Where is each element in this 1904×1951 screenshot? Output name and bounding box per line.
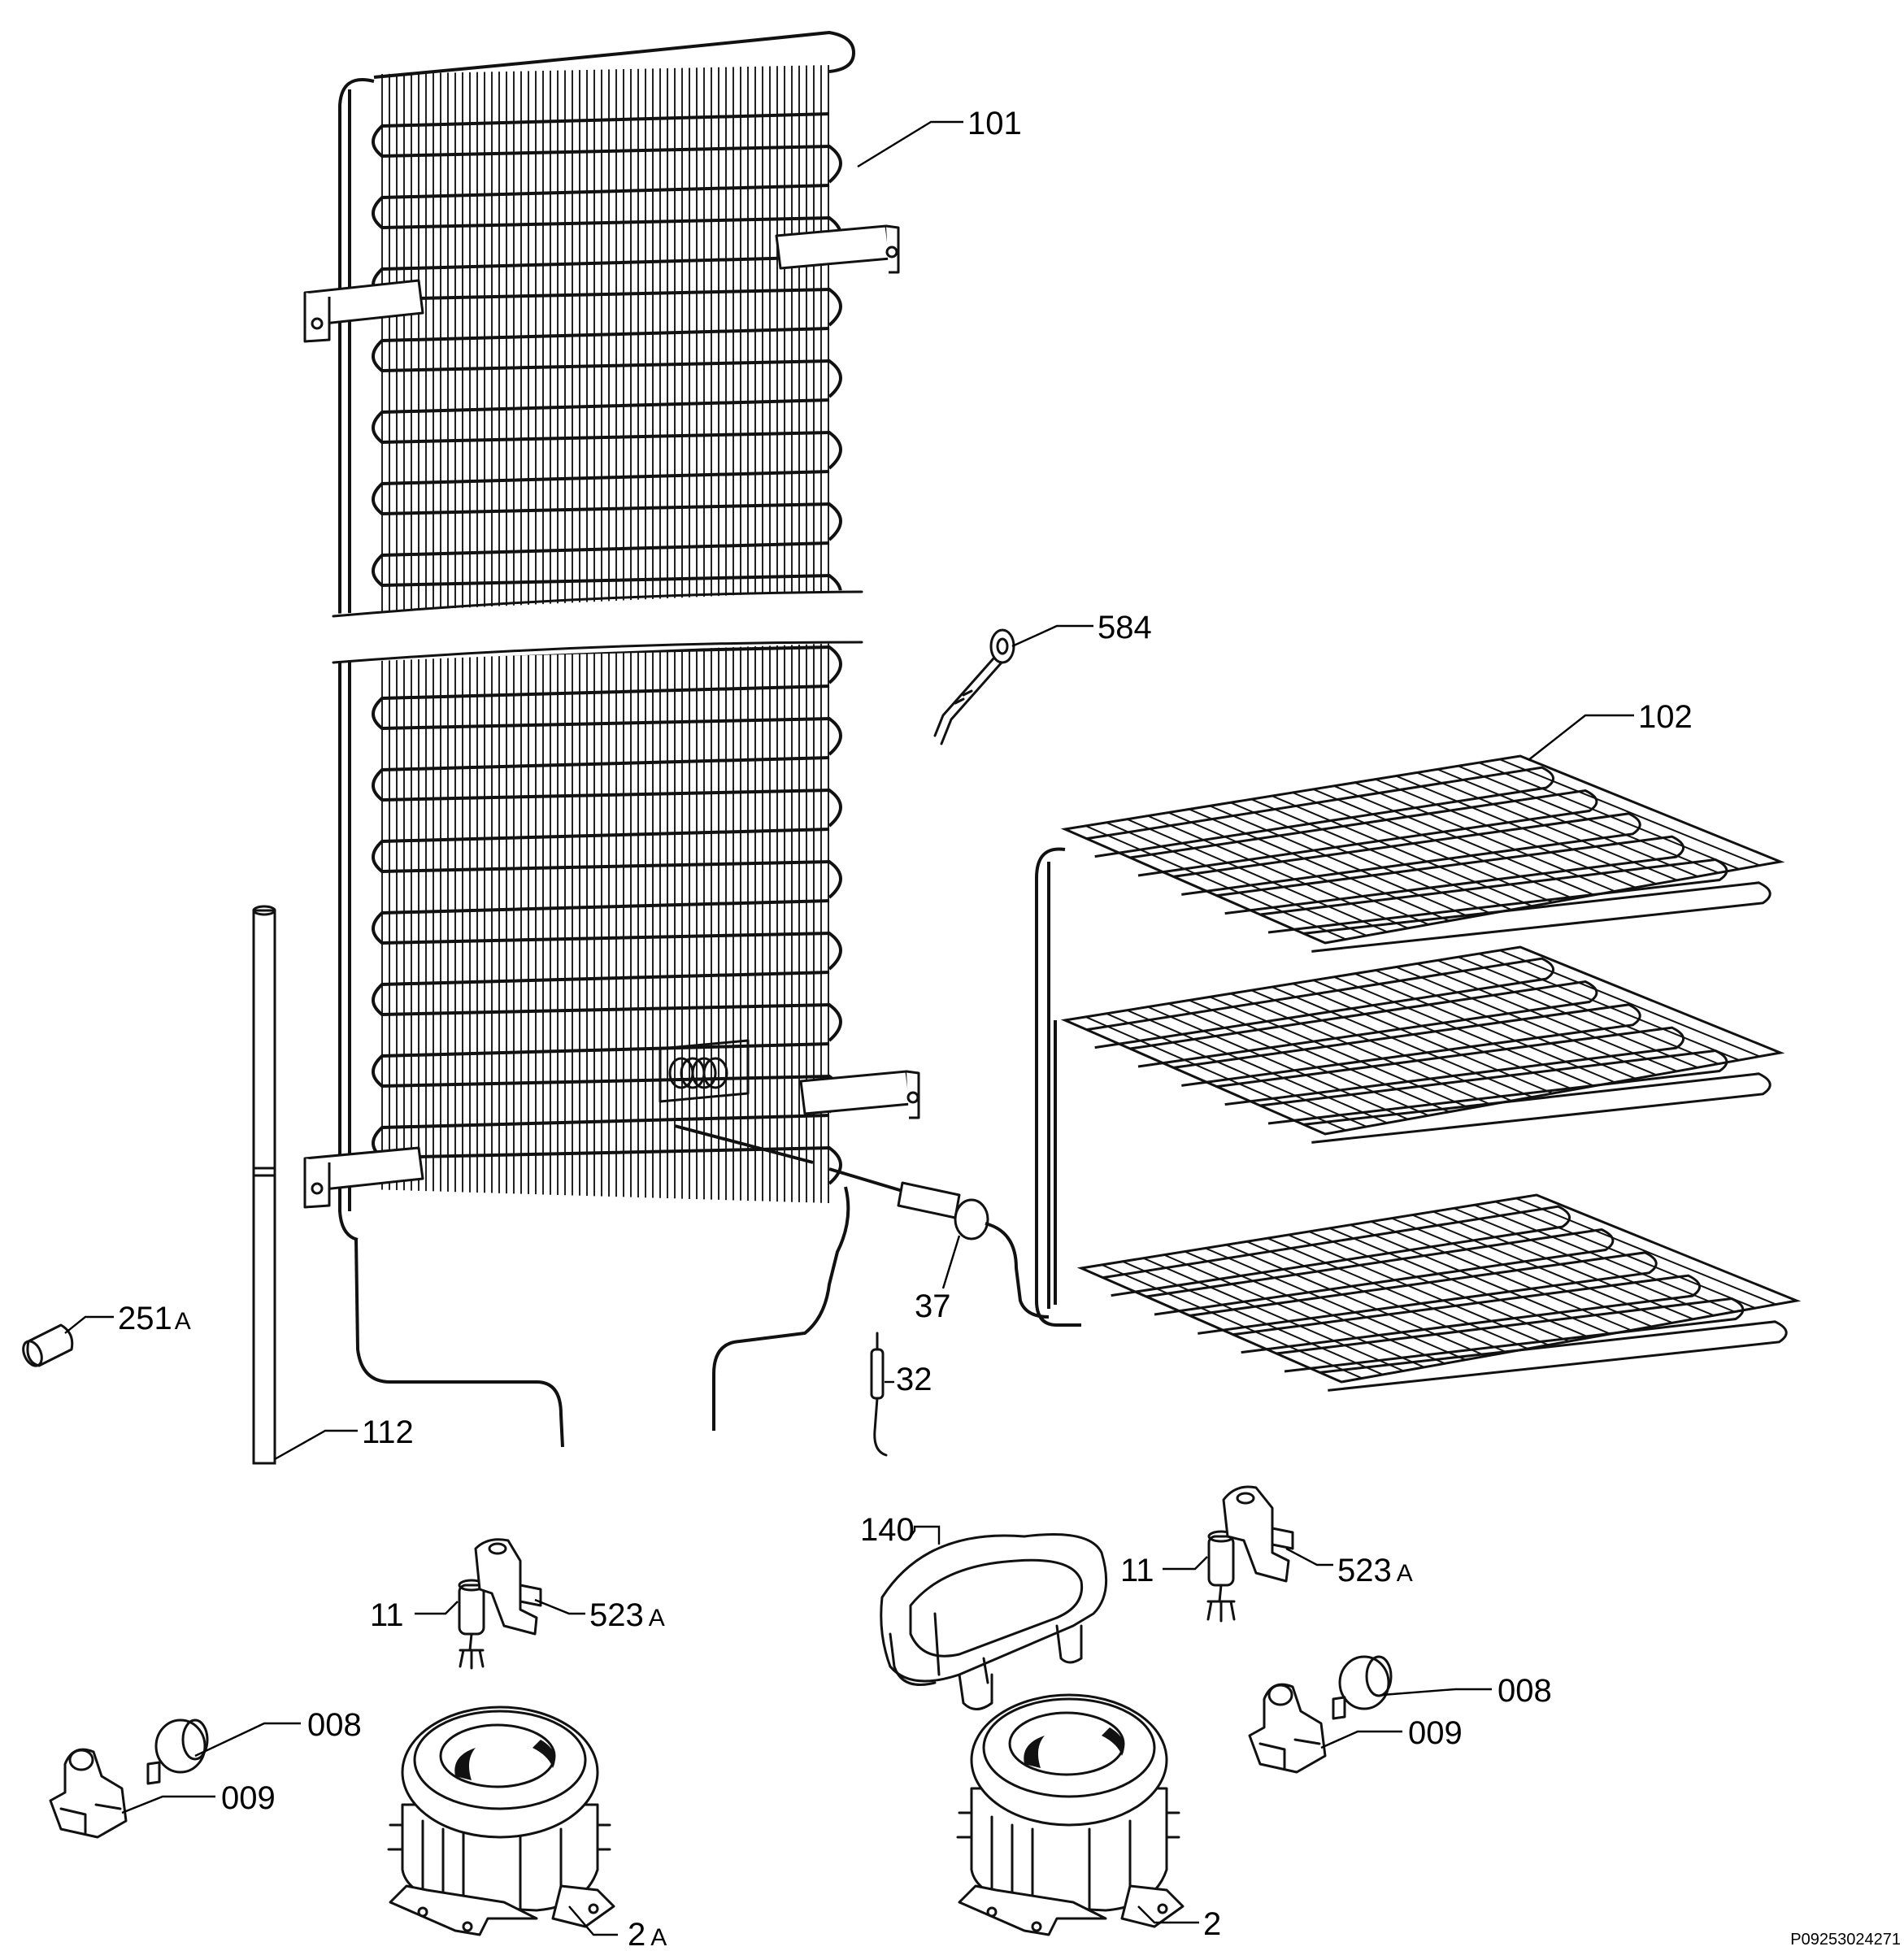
label-right-overload: 008 [1498,1673,1552,1709]
label-right-capacitor: 11 [1120,1553,1154,1588]
drip-tray[interactable] [880,1533,1108,1710]
condenser[interactable] [303,30,920,1448]
clip[interactable] [933,628,1015,745]
label-capillary-fitting: 32 [896,1362,932,1397]
label-left-overload: 008 [307,1707,362,1743]
plug[interactable] [20,1323,74,1369]
left-compressor[interactable] [387,1705,615,1936]
right-compressor[interactable] [956,1693,1185,1936]
evaporator[interactable] [1035,754,1802,1392]
label-left-relay: 009 [221,1780,276,1816]
label-left-capacitor: 11 [370,1597,404,1633]
label-evaporator: 102 [1638,699,1693,735]
label-condenser: 101 [967,106,1022,141]
dryer[interactable] [674,1124,1050,1319]
left-relay[interactable] [49,1748,128,1839]
leader-lines [64,120,1634,1936]
drawing-code: P09253024271 [1790,1931,1901,1949]
right-relay[interactable] [1248,1683,1327,1774]
label-drip-tray: 140 [860,1512,915,1548]
capillary-fitting[interactable] [870,1332,888,1457]
right-capacitor[interactable] [1206,1530,1236,1623]
left-overload[interactable] [146,1719,209,1785]
label-drain-tube: 112 [362,1414,414,1450]
label-right-compressor: 2 [1203,1906,1221,1942]
label-dryer: 37 [915,1288,951,1324]
label-clip: 584 [1098,610,1152,645]
right-overload[interactable] [1332,1655,1393,1720]
label-right-relay: 009 [1408,1715,1463,1751]
right-bracket[interactable] [1222,1485,1294,1583]
left-bracket[interactable] [474,1538,542,1636]
drain-tube[interactable] [252,905,276,1465]
left-capacitor[interactable] [458,1579,485,1670]
